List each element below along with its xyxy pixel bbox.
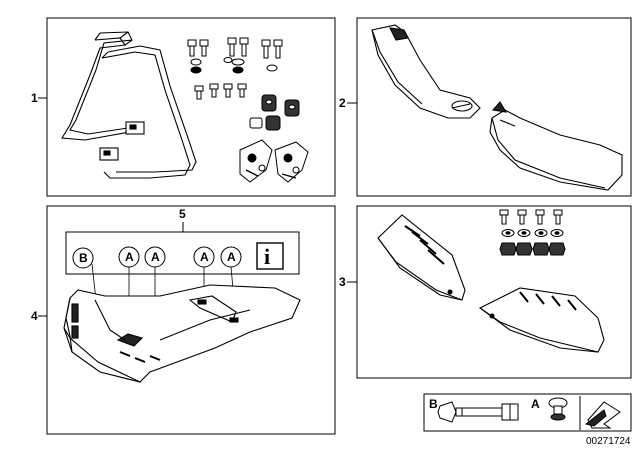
bolt-set-panel-3 bbox=[499, 209, 566, 256]
svg-text:A: A bbox=[200, 250, 209, 264]
svg-text:B: B bbox=[79, 251, 88, 265]
screw-icon bbox=[548, 397, 568, 421]
svg-text:A: A bbox=[125, 250, 134, 264]
handguard-lower bbox=[489, 101, 623, 191]
bolt-set-panel-1 bbox=[187, 37, 309, 183]
guard-plate-right bbox=[478, 287, 605, 353]
nut-set bbox=[499, 242, 566, 256]
callout-4: 4 bbox=[31, 309, 38, 323]
guard-plate-left bbox=[377, 214, 466, 301]
handguard-upper bbox=[371, 24, 481, 119]
panel-4-frame bbox=[46, 205, 336, 435]
protection-bar-left bbox=[61, 31, 145, 141]
bolt-icon bbox=[187, 39, 209, 74]
diagram-number: 00271724 bbox=[586, 436, 631, 447]
panel-1-frame bbox=[46, 17, 336, 197]
callout-2: 2 bbox=[339, 96, 346, 110]
svg-text:i: i bbox=[264, 244, 270, 269]
screw-icon bbox=[499, 209, 563, 225]
panel-3-frame bbox=[356, 205, 632, 379]
callout-3: 3 bbox=[339, 275, 346, 289]
bolt-icon bbox=[437, 401, 519, 423]
clamp-set bbox=[239, 139, 309, 183]
kit-symbol-a-4: A bbox=[220, 246, 242, 268]
arrow-icon bbox=[579, 396, 621, 430]
protection-bar-right bbox=[99, 45, 197, 179]
callout-5: 5 bbox=[179, 207, 186, 221]
svg-text:A: A bbox=[151, 250, 160, 264]
panel-2-frame bbox=[356, 17, 632, 197]
legend-frame bbox=[423, 393, 632, 432]
info-icon: i bbox=[256, 242, 284, 270]
legend-b-label: B bbox=[429, 397, 438, 411]
legend-a-label: A bbox=[531, 397, 540, 411]
kit-symbol-a-1: A bbox=[118, 246, 140, 268]
screw-icon bbox=[194, 83, 247, 100]
svg-text:A: A bbox=[227, 250, 236, 264]
rubber-mount-set bbox=[249, 94, 300, 131]
kit-symbol-b: B bbox=[72, 247, 94, 269]
kit-symbol-a-2: A bbox=[144, 246, 166, 268]
kit-symbol-a-3: A bbox=[193, 246, 215, 268]
skid-plate bbox=[63, 284, 301, 383]
callout-1: 1 bbox=[31, 91, 38, 105]
